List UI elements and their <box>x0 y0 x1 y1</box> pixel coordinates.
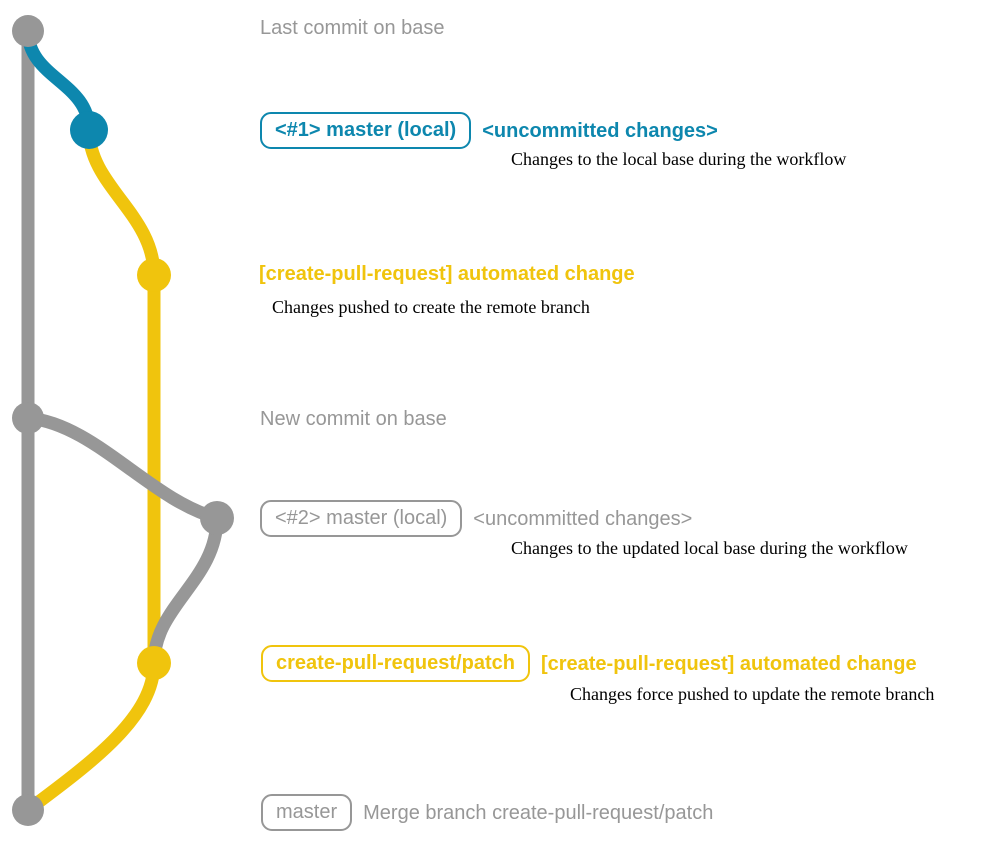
subject-last-commit-on-base: Last commit on base <box>260 17 445 39</box>
git-graph <box>12 15 234 826</box>
description-local-change-2: Changes to the updated local base during… <box>511 538 908 558</box>
description-remote-update: Changes force pushed to update the remot… <box>570 684 935 704</box>
subject-remote-create: [create-pull-request] automated change <box>259 263 635 285</box>
entry-merge: master Merge branch create-pull-request/… <box>261 794 713 831</box>
entry-local-change-1: <#1> master (local) <uncommitted changes… <box>260 112 718 149</box>
subject-merge: Merge branch create-pull-request/patch <box>363 801 714 824</box>
node-remote-update[interactable] <box>137 646 171 680</box>
entry-new-commit-on-base: New commit on base <box>260 407 447 431</box>
node-local-change-2[interactable] <box>200 501 234 535</box>
description-remote-create: Changes pushed to create the remote bran… <box>272 297 590 317</box>
badge-master-local-2[interactable]: <#2> master (local) <box>260 500 463 537</box>
badge-create-pull-request-patch[interactable]: create-pull-request/patch <box>261 645 530 682</box>
node-remote-create[interactable] <box>137 258 171 292</box>
badge-master[interactable]: master <box>261 794 353 831</box>
badge-master-local-1[interactable]: <#1> master (local) <box>260 112 472 149</box>
entry-local-change-2: <#2> master (local) <uncommitted changes… <box>260 500 692 537</box>
subject-local-change-1: <uncommitted changes> <box>482 119 718 142</box>
commit-nodes <box>12 15 234 826</box>
node-base-new-commit[interactable] <box>12 402 44 434</box>
node-base-merge[interactable] <box>12 794 44 826</box>
subject-local-change-2: <uncommitted changes> <box>473 507 693 530</box>
subject-new-commit-on-base: New commit on base <box>260 408 447 430</box>
description-local-change-1: Changes to the local base during the wor… <box>511 149 847 169</box>
node-local-change-1[interactable] <box>70 111 108 149</box>
node-base-last-commit[interactable] <box>12 15 44 47</box>
entry-remote-update: create-pull-request/patch [create-pull-r… <box>261 645 917 682</box>
subject-remote-update: [create-pull-request] automated change <box>540 652 917 675</box>
entry-last-commit-on-base: Last commit on base <box>260 16 445 40</box>
entry-remote-create: [create-pull-request] automated change <box>259 262 635 286</box>
